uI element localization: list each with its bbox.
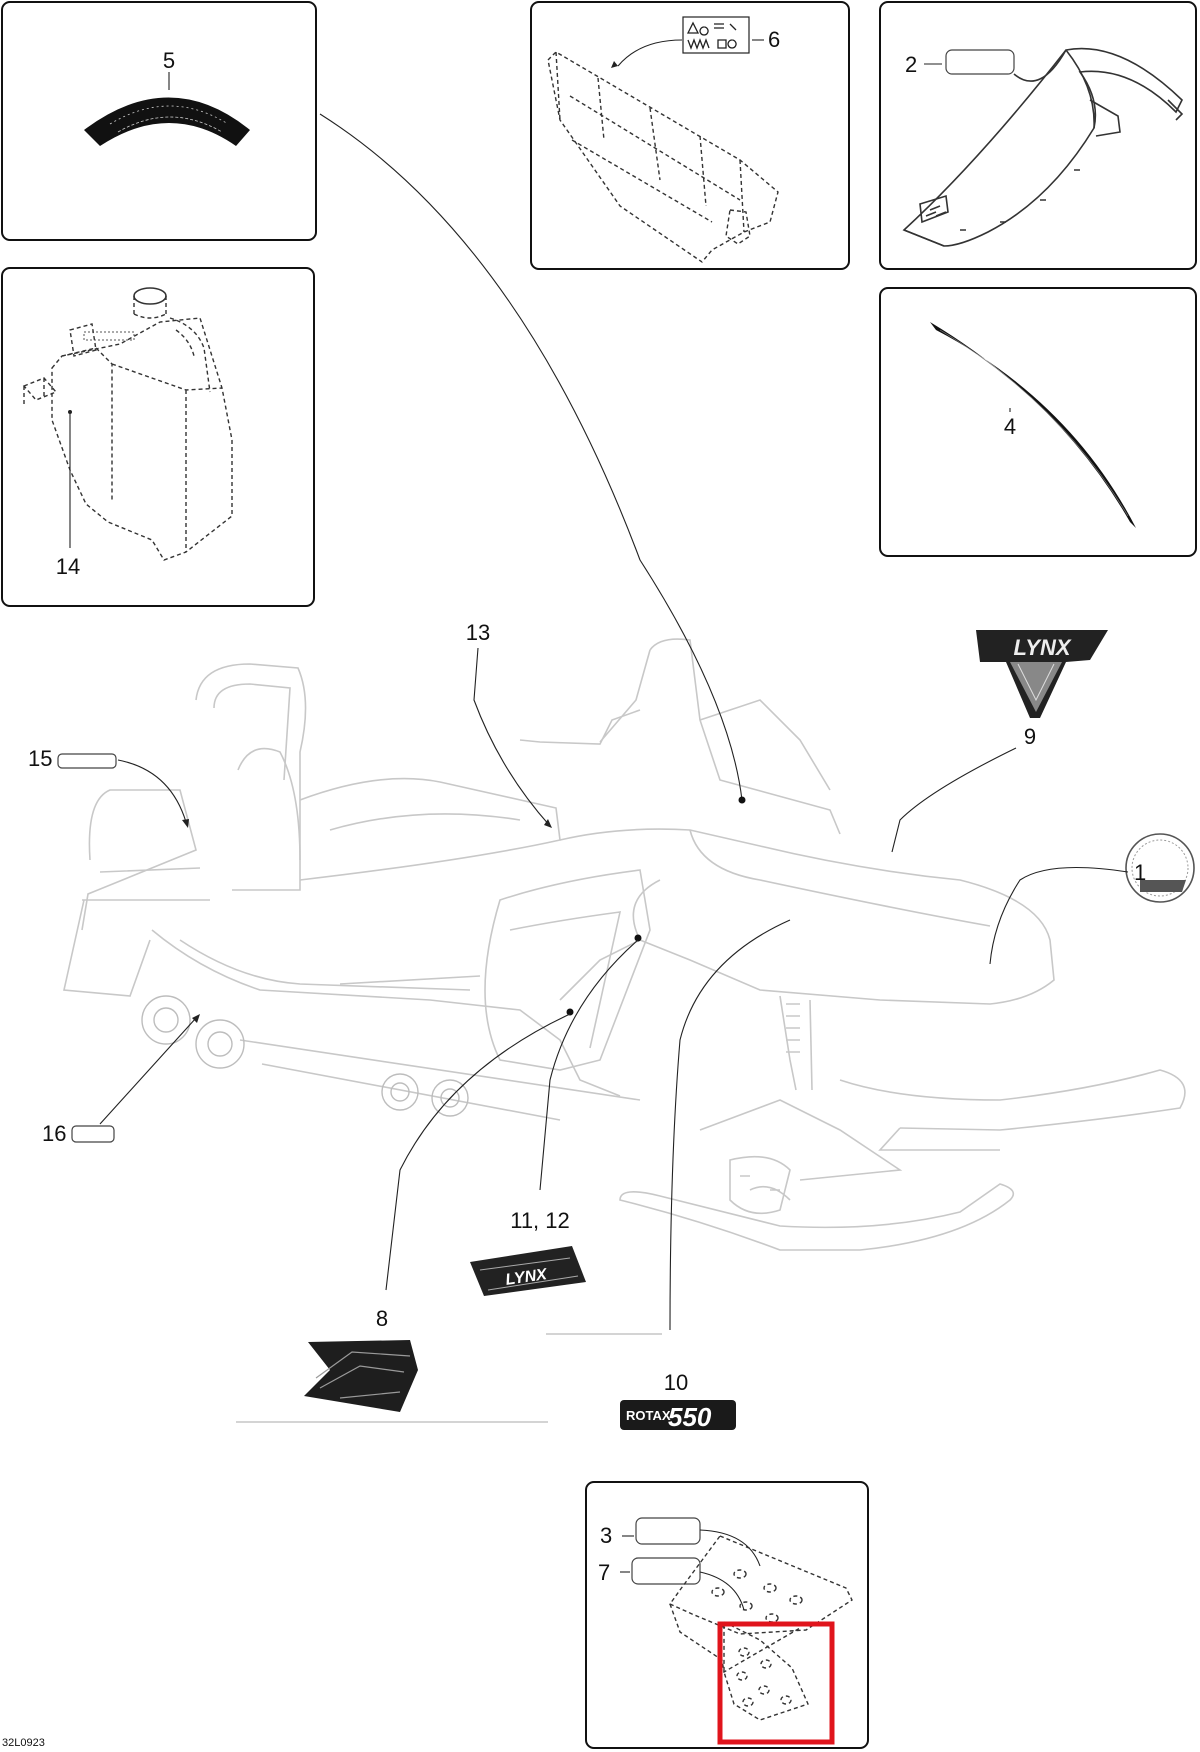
snowmobile-outline (63, 638, 1186, 1251)
leader-1 (989, 866, 1129, 965)
warning-decal-5 (84, 97, 250, 146)
lynx-side-decal-11-12: LYNX (470, 1246, 586, 1296)
callout-3: 3 (600, 1523, 612, 1548)
callout-7: 7 (598, 1560, 610, 1585)
drawing-id: 32L0923 (2, 1737, 45, 1749)
lynx-side-text: LYNX (504, 1266, 549, 1289)
highlight-box[interactable] (717, 1621, 835, 1745)
callout-1: 1 (1134, 860, 1146, 885)
brp-emblem-1 (1125, 833, 1195, 903)
detail-box-2: 2 (879, 1, 1197, 270)
label-plate-3 (635, 1517, 701, 1545)
label-plate-7 (631, 1557, 701, 1585)
callout-9: 9 (1024, 724, 1036, 749)
detail-box-4: 4 (879, 287, 1197, 557)
leader-9 (891, 747, 1017, 853)
callout-6: 6 (768, 27, 780, 52)
detail-box-5: 5 (1, 1, 317, 241)
leader-8 (385, 1013, 571, 1291)
leader-15 (117, 759, 187, 823)
leader-10 (669, 919, 791, 1331)
lynx-badge-9: LYNX (976, 630, 1108, 718)
rotax-text: ROTAX (626, 1408, 671, 1423)
seat-6 (547, 51, 779, 263)
oil-tank-14 (22, 287, 233, 561)
detail-box-3-7: 3 7 (585, 1481, 869, 1749)
trim-strip-4 (930, 322, 1136, 528)
label-plate-15 (57, 753, 117, 769)
leader-5 (319, 113, 743, 801)
lynx-badge-text: LYNX (1013, 635, 1071, 660)
callout-11-12: 11, 12 (510, 1208, 570, 1233)
callout-15: 15 (28, 746, 52, 771)
rotax-decal-10: ROTAX 550 (620, 1400, 736, 1432)
leader-16 (99, 1017, 197, 1125)
callout-8: 8 (376, 1306, 388, 1331)
label-plate-16 (71, 1125, 115, 1143)
leader-13 (473, 647, 551, 827)
rotax-model-text: 550 (668, 1402, 712, 1432)
callout-5: 5 (163, 48, 175, 73)
warning-label-6 (682, 16, 750, 54)
callout-4: 4 (1004, 414, 1016, 439)
detail-box-6: 6 (530, 1, 850, 270)
detail-box-14: 14 (1, 267, 315, 607)
leader-11-12 (539, 939, 639, 1191)
callout-14: 14 (56, 554, 80, 579)
callout-10: 10 (664, 1370, 688, 1395)
callout-13: 13 (466, 620, 490, 645)
side-decal-8 (304, 1340, 418, 1412)
callout-2: 2 (905, 52, 917, 77)
tunnel-2 (902, 47, 1184, 247)
callout-16: 16 (42, 1121, 66, 1146)
label-plate-2 (945, 49, 1015, 75)
